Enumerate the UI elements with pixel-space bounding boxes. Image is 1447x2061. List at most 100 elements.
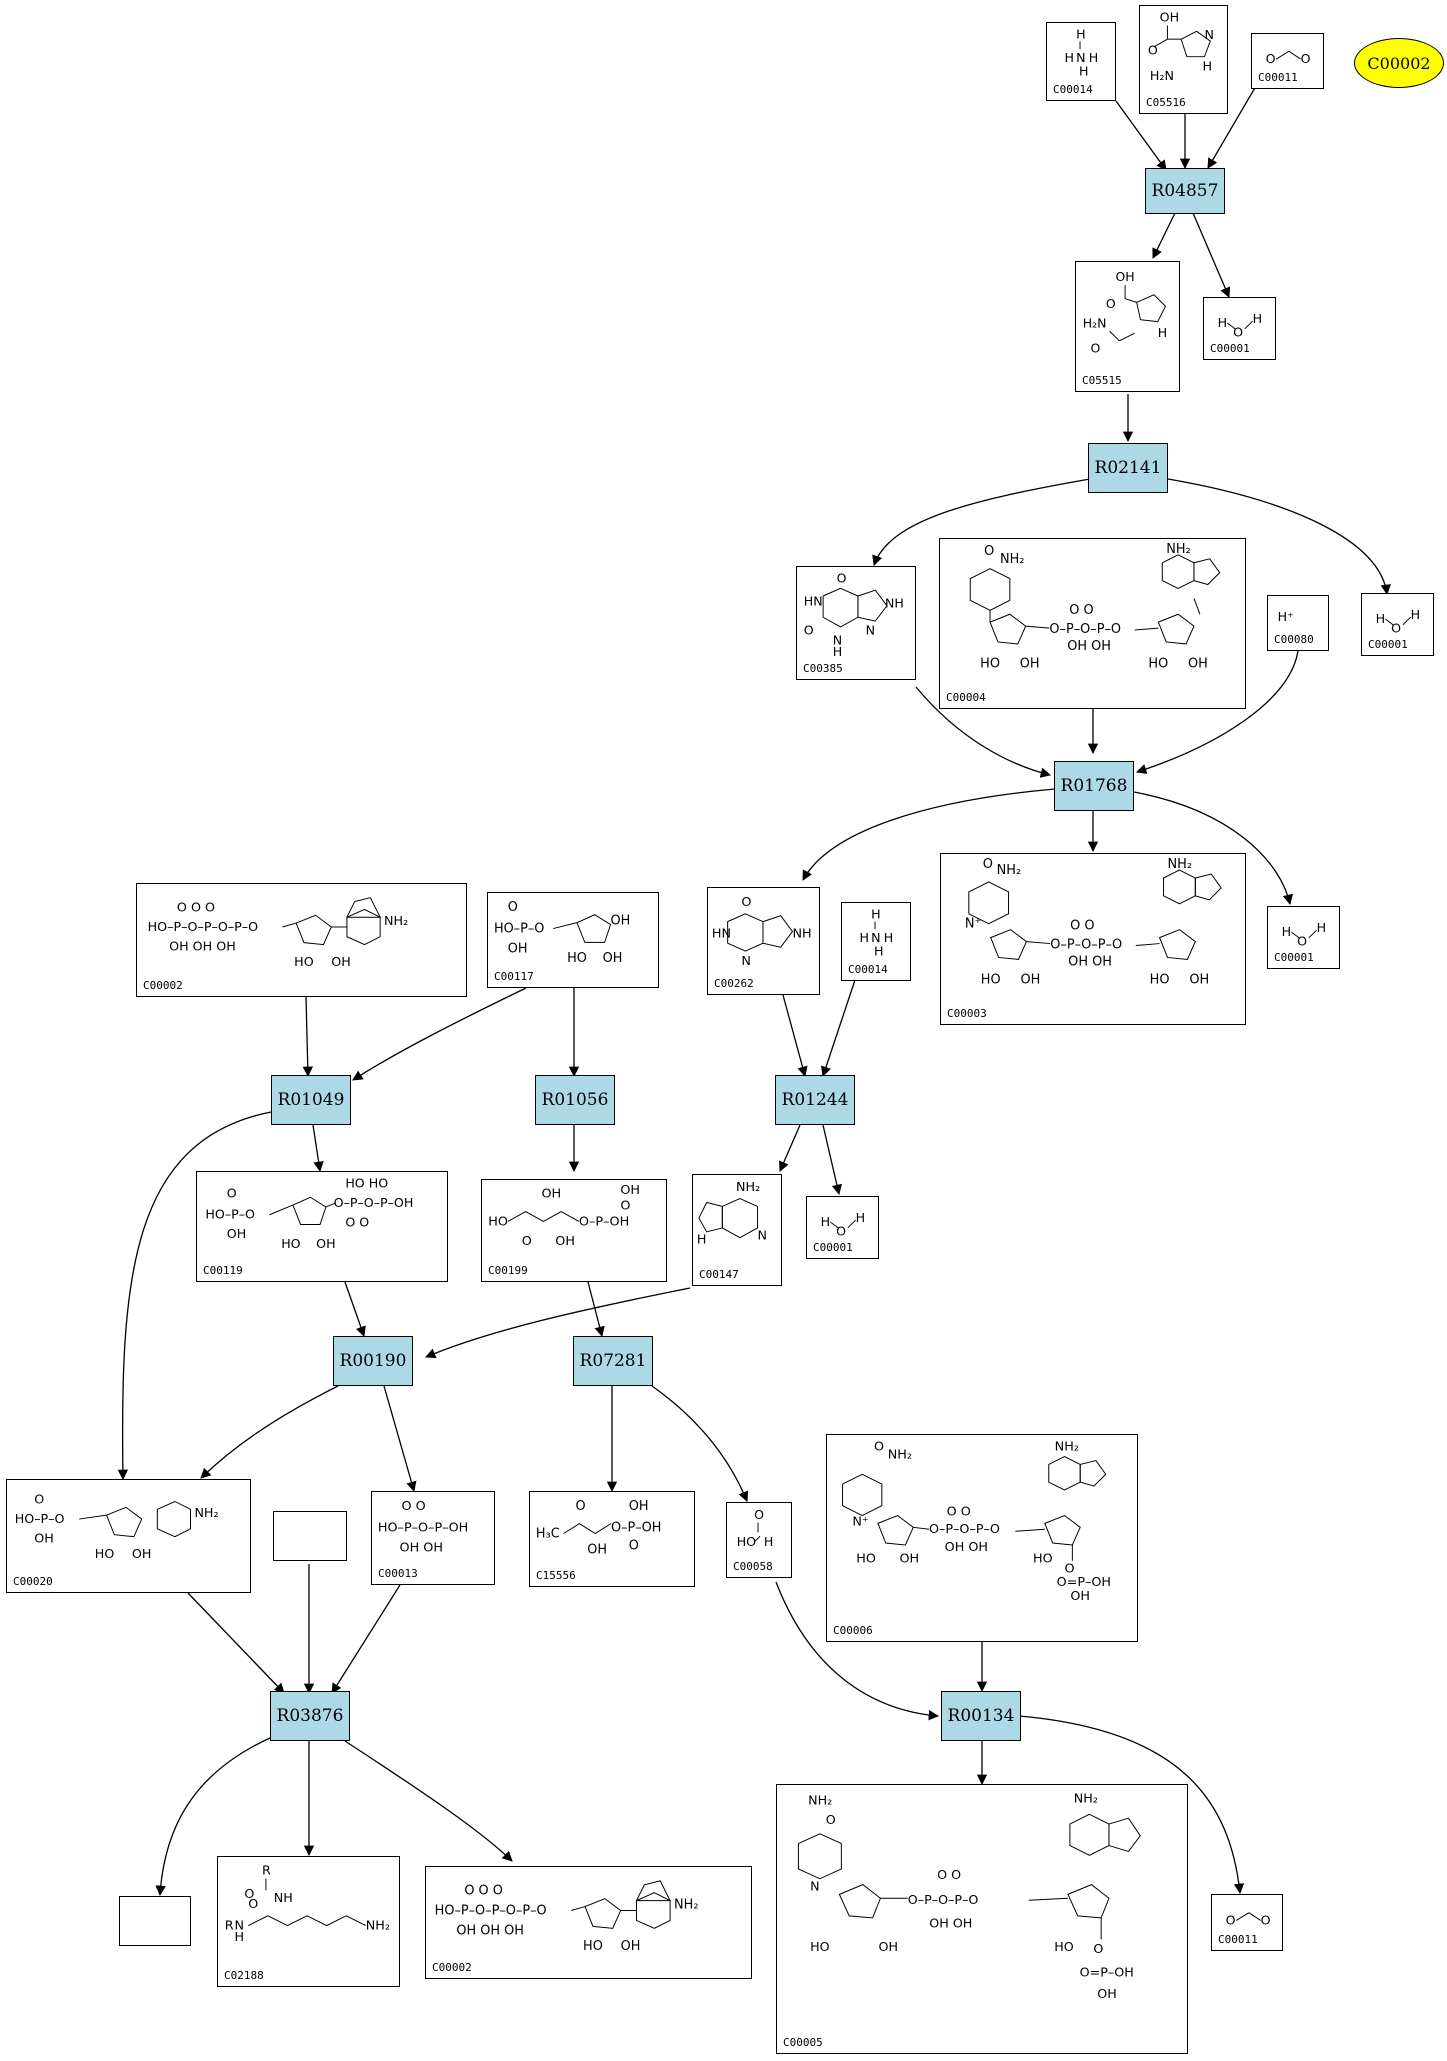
ribose-phosphate-structure: O HO–P–O OH OH HO OH [494, 900, 630, 966]
svg-text:OH: OH [878, 1939, 898, 1954]
compound-C00147[interactable]: NH₂ H N C00147 [692, 1174, 782, 1286]
compound-C00020[interactable]: O HO–P–O OH HO OH NH₂ C00020 [6, 1479, 251, 1593]
molecule-structure: OH O N H H₂N [1148, 10, 1214, 83]
compound-C00262[interactable]: O HN NH N C00262 [707, 887, 820, 995]
svg-text:HO–P–O–P–O–P–O: HO–P–O–P–O–P–O [435, 1903, 547, 1918]
svg-text:O: O [804, 623, 814, 638]
nadph-structure: NH₂ O N HO OH O–P–O–P–O O O OH OH HO NH₂… [797, 1791, 1141, 2001]
compound-id: C00080 [1274, 633, 1314, 646]
svg-text:O=P–OH: O=P–OH [1057, 1575, 1111, 1590]
reaction-R00134[interactable]: R00134 [941, 1691, 1021, 1741]
svg-text:H: H [1218, 315, 1228, 330]
compound-C00080[interactable]: H⁺ C00080 [1267, 595, 1329, 651]
svg-text:O: O [629, 1538, 639, 1553]
reaction-R07281[interactable]: R07281 [573, 1336, 653, 1386]
nad-structure: NH₂ O N⁺ HO OH O–P–O–P–O O O OH OH HO OH… [965, 857, 1222, 987]
compound-C00002[interactable]: HO–P–O–P–O–P–O O O O OH OH OH HO OH NH₂ … [136, 883, 467, 997]
compound-C00199[interactable]: OH OH HO O–P–OH O O OH C00199 [481, 1179, 667, 1282]
svg-text:O: O [1301, 51, 1311, 66]
amp-structure: O HO–P–O OH HO OH NH₂ [15, 1491, 219, 1561]
svg-text:OH: OH [1115, 269, 1134, 284]
svg-text:O=P–OH: O=P–OH [1080, 1964, 1134, 1979]
compound-C00385[interactable]: O HN NH O N H N C00385 [796, 566, 916, 680]
reaction-R01244[interactable]: R01244 [775, 1075, 855, 1125]
ribulose-phosphate-structure: OH OH HO O–P–OH O O OH [488, 1183, 640, 1249]
compound-C00117[interactable]: O HO–P–O OH OH HO OH C00117 [487, 892, 659, 988]
svg-text:O: O [1266, 51, 1276, 66]
svg-text:H: H [1253, 311, 1263, 326]
compound-C00013[interactable]: O O HO–P–O–P–OH OH OH C00013 [371, 1491, 495, 1585]
compound-C05515[interactable]: OH O H₂N O H C05515 [1075, 261, 1180, 392]
svg-text:N: N [866, 623, 875, 638]
svg-text:HO: HO [1054, 1939, 1074, 1954]
svg-text:NH₂: NH₂ [736, 1179, 760, 1194]
reaction-R04857[interactable]: R04857 [1145, 168, 1225, 214]
reaction-R01056[interactable]: R01056 [535, 1075, 615, 1125]
edge [187, 1592, 285, 1694]
highlight-compound-ellipse[interactable]: C00002 [1354, 38, 1444, 88]
svg-text:OH: OH [34, 1531, 54, 1546]
svg-text:O: O [227, 1185, 237, 1200]
svg-text:OH OH: OH OH [945, 1540, 988, 1555]
compound-id: C00011 [1258, 71, 1298, 84]
compound-id: C00199 [488, 1264, 528, 1277]
xanthine-structure: O HN NH O N H N [804, 570, 904, 658]
svg-text:HN: HN [804, 594, 823, 609]
compound-C02188[interactable]: R O NH R N H O NH₂ C02188 [217, 1856, 400, 1987]
compound-C00002[interactable]: HO–P–O–P–O–P–O O O O OH OH OH HO OH NH₂ … [425, 1866, 752, 1979]
reaction-R01768[interactable]: R01768 [1054, 761, 1134, 811]
reaction-R03876[interactable]: R03876 [270, 1691, 350, 1741]
atp-structure: HO–P–O–P–O–P–O O O O OH OH OH HO OH NH₂ [148, 897, 408, 969]
svg-text:OH OH: OH OH [1067, 639, 1111, 654]
compound-C00119[interactable]: O HO–P–O OH HO OH O–P–O–P–OH HO HO O O C… [196, 1171, 448, 1282]
compound-C15556[interactable]: O OH H₃C O–P–OH O OH C15556 [529, 1491, 695, 1587]
edge [302, 996, 313, 1078]
compound-C05516[interactable]: OH O N H H₂N C05516 [1139, 5, 1228, 114]
edge [155, 1737, 271, 1897]
edge [872, 478, 1091, 566]
svg-text:NH₂: NH₂ [1074, 1791, 1098, 1806]
compound-C00006[interactable]: NH₂ O N⁺ HO OH O–P–O–P–O O O OH OH HO NH… [826, 1434, 1138, 1642]
svg-text:NH: NH [885, 596, 904, 611]
edge [331, 1584, 401, 1694]
svg-text:O O: O O [345, 1214, 369, 1229]
reaction-R00190[interactable]: R00190 [333, 1336, 413, 1386]
svg-text:NH₂: NH₂ [384, 913, 408, 928]
unlabeled-compound-box[interactable] [273, 1511, 347, 1561]
svg-text:OH: OH [1189, 972, 1209, 987]
water-structure: HOH [1218, 311, 1263, 340]
reaction-label: R01049 [277, 1090, 345, 1110]
compound-id: C00002 [143, 979, 183, 992]
protein-lysine-structure: R O NH R N H O NH₂ [225, 1864, 390, 1946]
svg-text:O: O [522, 1234, 532, 1249]
edge [778, 1124, 801, 1172]
unlabeled-compound-box[interactable] [119, 1896, 191, 1946]
reaction-R02141[interactable]: R02141 [1088, 443, 1168, 493]
svg-text:O: O [983, 857, 993, 872]
compound-id: C00385 [803, 662, 843, 675]
svg-text:H: H [1317, 920, 1327, 935]
svg-text:H: H [871, 907, 880, 922]
svg-text:O: O [508, 900, 518, 915]
compound-C00005[interactable]: NH₂ O N HO OH O–P–O–P–O O O OH OH HO NH₂… [776, 1784, 1188, 2054]
svg-text:HO: HO [294, 954, 314, 969]
compound-id: C00011 [1218, 1933, 1258, 1946]
reaction-R01049[interactable]: R01049 [271, 1075, 351, 1125]
svg-text:HN: HN [712, 926, 731, 941]
compound-C00004[interactable]: NH₂ O HO OH O–P–O–P–O O O OH OH HO OH NH… [939, 538, 1246, 709]
svg-text:OH: OH [508, 941, 528, 956]
compound-C00003[interactable]: NH₂ O N⁺ HO OH O–P–O–P–O O O OH OH HO OH… [940, 853, 1246, 1025]
